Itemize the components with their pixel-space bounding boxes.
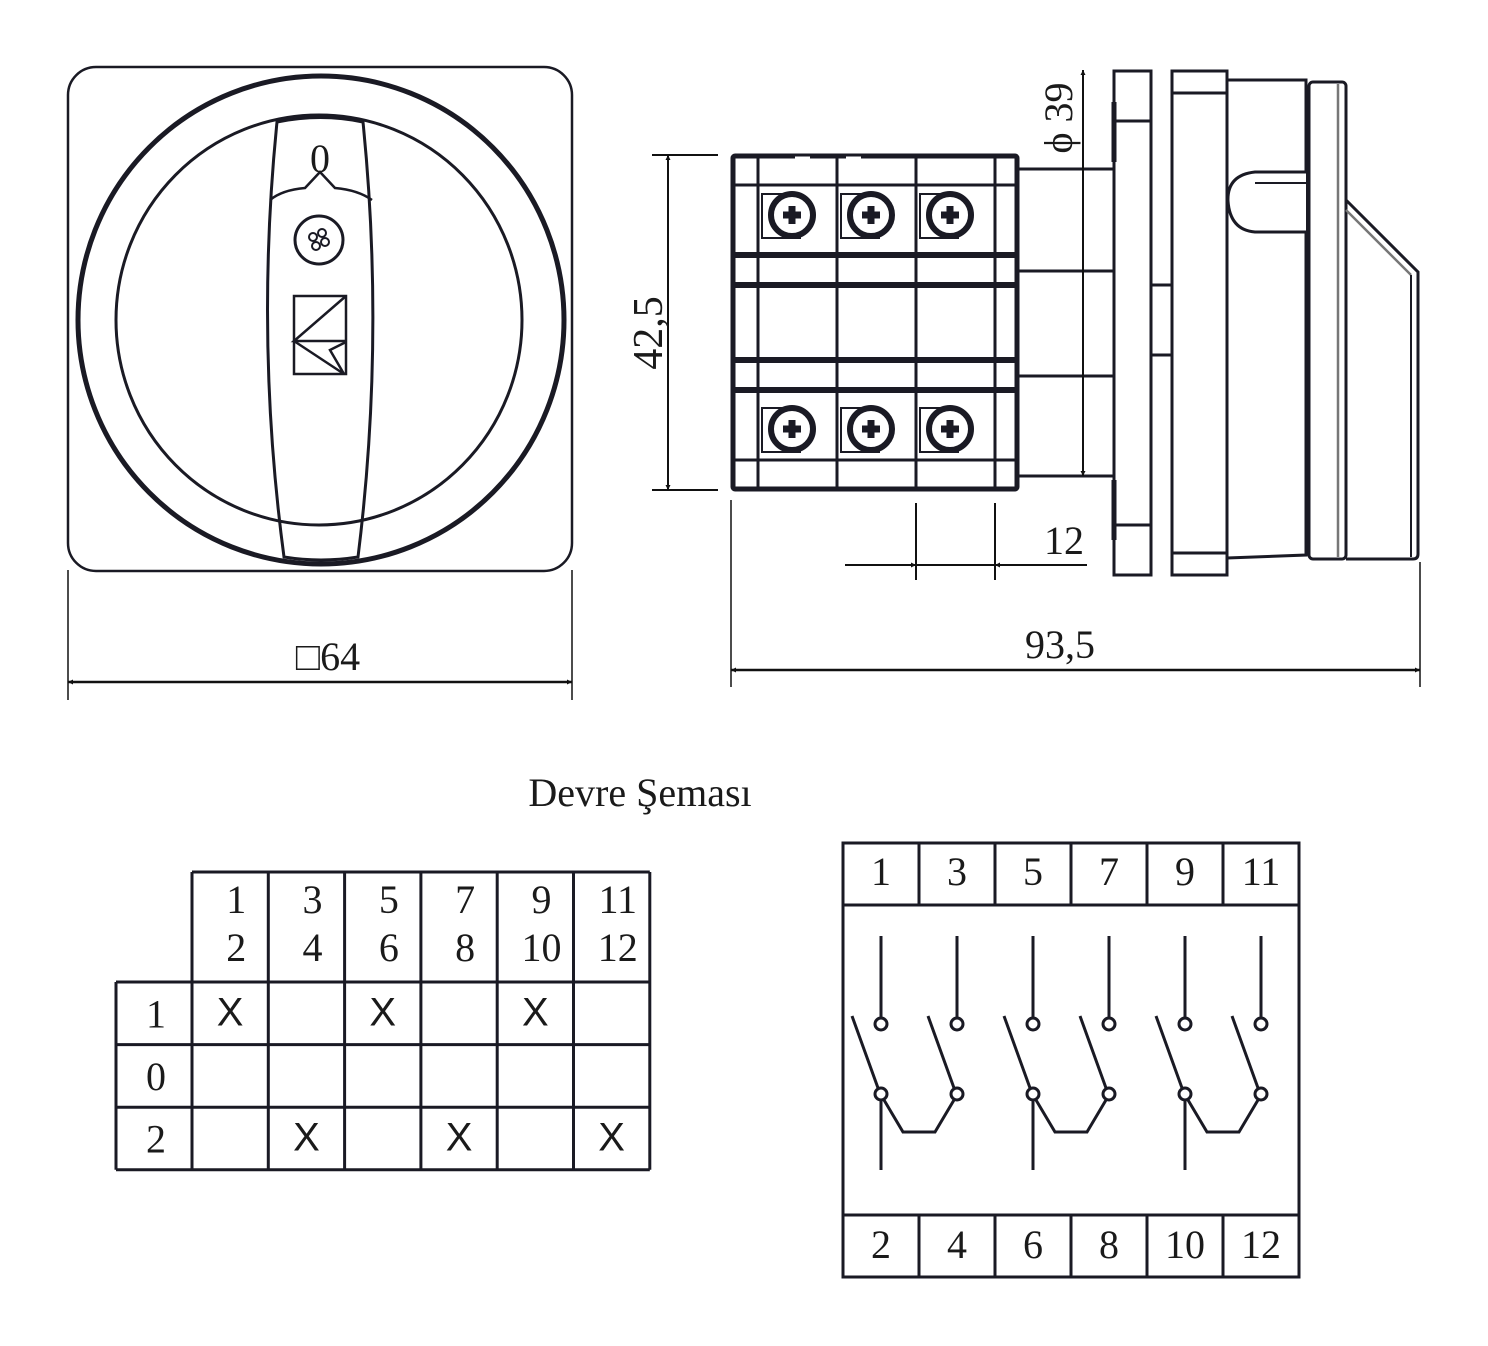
column-header-bottom: 2: [226, 925, 246, 970]
circuit-diagram-title: Devre Şeması: [528, 770, 751, 815]
fixed-contact-icon: [1101, 1016, 1117, 1032]
wiring-diagram: 1 3 5 7 9 11 2 4 6 8 10 12: [841, 841, 1301, 1279]
column-header-bottom: 4: [303, 925, 323, 970]
bottom-terminal-label: 8: [1099, 1222, 1119, 1267]
bottom-terminal-label: 2: [871, 1222, 891, 1267]
height-dimension-label: 42,5: [626, 296, 672, 370]
height-dimension: 42,5: [626, 154, 718, 491]
top-terminal-label: 3: [947, 849, 967, 894]
fixed-contact-icon: [949, 1016, 965, 1032]
contact-closed-mark: X: [522, 990, 549, 1034]
column-header-bottom: 6: [379, 925, 399, 970]
terminal-screw-icon: [840, 405, 895, 453]
terminal-screw-icon: [919, 191, 974, 239]
contact-bridge: [882, 1099, 956, 1134]
row-position-label: 0: [146, 1054, 166, 1099]
side-view: [730, 69, 1420, 577]
knob-side: [1307, 80, 1348, 561]
switch-pole: [850, 936, 965, 1170]
row-position-label: 1: [146, 991, 166, 1036]
knob-handle: [266, 116, 375, 562]
depth-dimension: 93,5: [730, 500, 1421, 687]
moving-contact-icon: [1025, 1086, 1041, 1102]
column-header-top: 11: [598, 877, 637, 922]
depth-dimension-label: 93,5: [1025, 622, 1095, 667]
column-header-top: 1: [226, 877, 246, 922]
bottom-terminal-label: 4: [947, 1222, 967, 1267]
contact-closed-mark: X: [369, 990, 396, 1034]
brand-logo-icon: [290, 294, 348, 376]
fixed-contact-icon: [1177, 1016, 1193, 1032]
bottom-terminal-label: 10: [1165, 1222, 1205, 1267]
screw-flower-icon: [308, 228, 330, 251]
top-terminal-label: 9: [1175, 849, 1195, 894]
diameter-dimension-label: ϕ 39: [1036, 82, 1081, 153]
pitch-dimension: 12: [845, 503, 1087, 580]
mounting-plate: [1112, 69, 1153, 577]
terminal-screw-icon: [761, 191, 816, 239]
column-header-top: 9: [531, 877, 551, 922]
front-width-label: □64: [296, 634, 360, 679]
knob-position-label: 0: [310, 136, 330, 181]
row-position-label: 2: [146, 1117, 166, 1162]
front-width-dimension: □64: [67, 570, 573, 700]
knob-screw: [293, 214, 345, 266]
terminal-screw-icon: [919, 405, 974, 453]
column-header-bottom: 12: [598, 925, 638, 970]
fixed-contact-icon: [1025, 1016, 1041, 1032]
handle-pointer: [269, 170, 373, 202]
moving-contact-icon: [1177, 1086, 1193, 1102]
front-bezel: [1170, 69, 1229, 577]
contact-closed-mark: X: [217, 990, 244, 1034]
moving-contact-icon: [873, 1086, 889, 1102]
contact-closed-mark: X: [598, 1116, 625, 1160]
contact-bridge: [1186, 1099, 1260, 1134]
contact-closed-mark: X: [293, 1116, 320, 1160]
front-panel-square: [66, 65, 574, 573]
top-terminal-label: 5: [1023, 849, 1043, 894]
switch-pole: [1154, 936, 1269, 1170]
switch-pole: [1002, 936, 1117, 1170]
column-header-bottom: 8: [455, 925, 475, 970]
column-header-top: 7: [455, 877, 475, 922]
moving-contact-icon: [949, 1086, 965, 1102]
terminal-screw-icon: [840, 191, 895, 239]
pitch-dimension-label: 12: [1044, 518, 1084, 563]
moving-contact-icon: [1253, 1086, 1269, 1102]
column-header-top: 3: [303, 877, 323, 922]
fixed-contact-icon: [1253, 1016, 1269, 1032]
top-terminal-label: 1: [871, 849, 891, 894]
bottom-terminal-label: 6: [1023, 1222, 1043, 1267]
bottom-terminal-label: 12: [1241, 1222, 1281, 1267]
front-view: 0: [66, 65, 574, 573]
column-header-bottom: 10: [521, 925, 561, 970]
top-terminal-label: 7: [1099, 849, 1119, 894]
diameter-dimension: ϕ 39: [1036, 70, 1086, 476]
terminal-screw-icon: [761, 405, 816, 453]
contact-closed-mark: X: [446, 1116, 473, 1160]
knob-outer-ring: [75, 73, 567, 567]
wiring-frame: [841, 841, 1301, 1279]
contact-block: [730, 153, 1020, 492]
knob-inner-ring: [114, 113, 524, 527]
contact-bridge: [1034, 1099, 1108, 1134]
top-terminal-label: 11: [1242, 849, 1281, 894]
moving-contact-icon: [1101, 1086, 1117, 1102]
column-header-top: 5: [379, 877, 399, 922]
fixed-contact-icon: [873, 1016, 889, 1032]
